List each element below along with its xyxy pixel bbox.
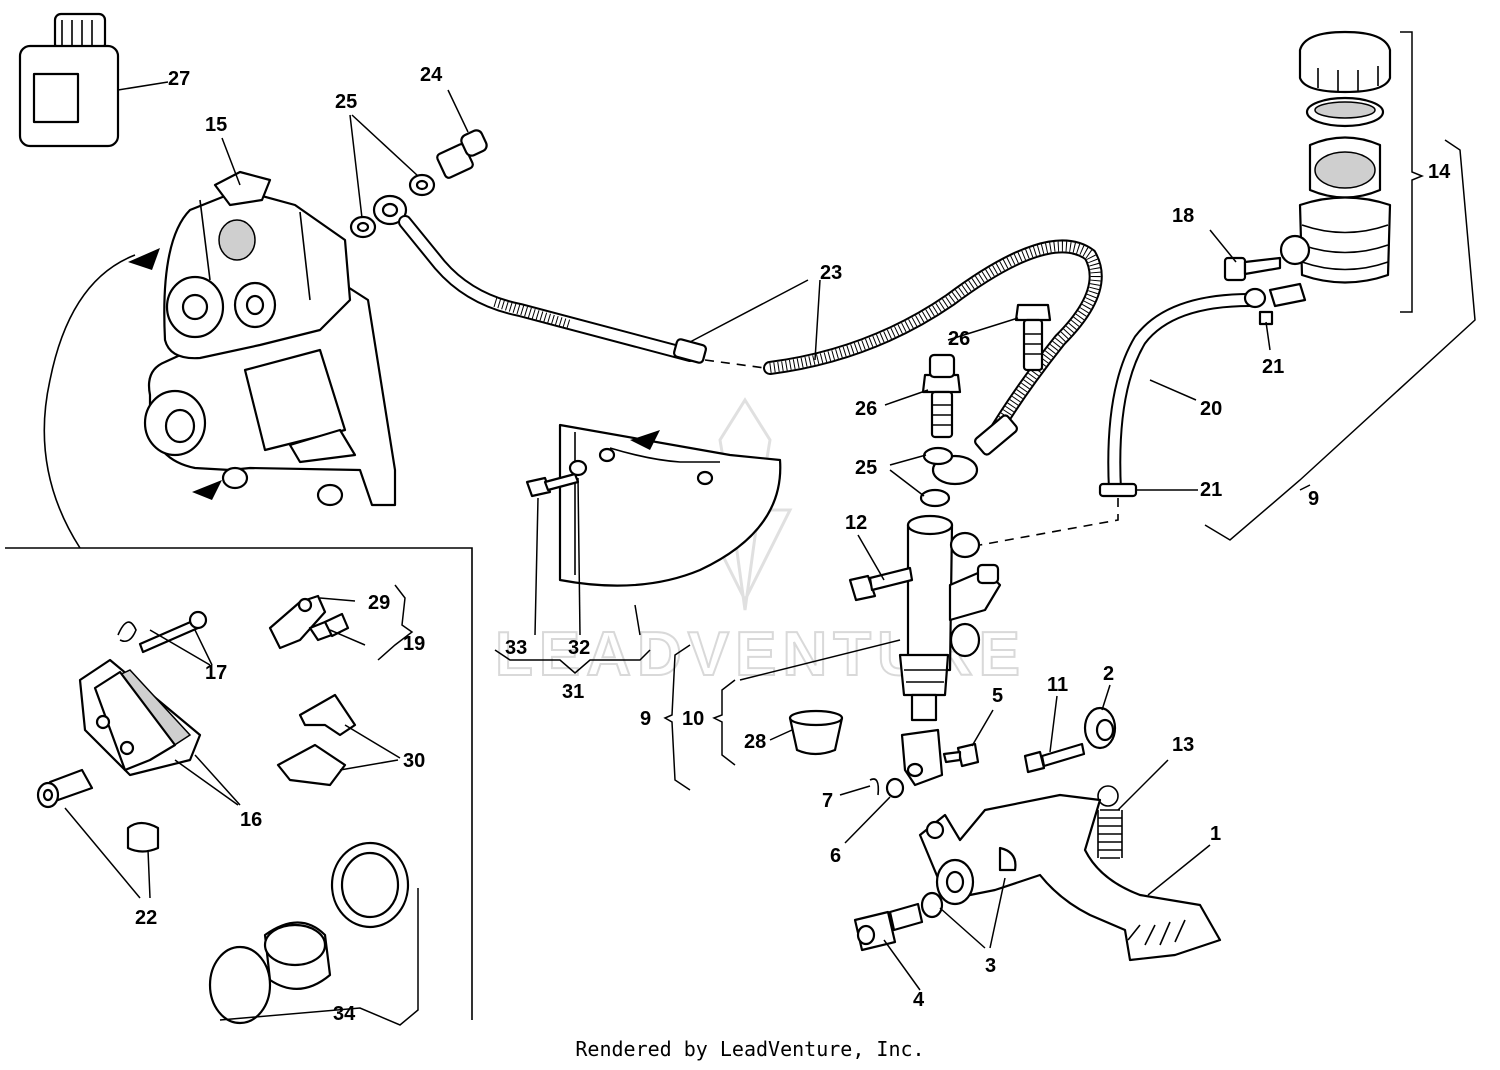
- leader-lines: [64, 81, 1271, 991]
- callout-11: 11: [1047, 674, 1068, 696]
- callout-28: 28: [744, 731, 766, 753]
- callout-32: 32: [568, 637, 590, 659]
- callout-21-upper: 21: [1262, 356, 1284, 378]
- callout-30: 30: [403, 750, 425, 772]
- callout-23: 23: [820, 262, 842, 284]
- brake-hose: [372, 194, 1103, 486]
- brake-reservoir: [1268, 30, 1392, 308]
- callout-12: 12: [845, 512, 867, 534]
- pad-springs: [276, 693, 357, 787]
- callout-5: 5: [992, 685, 1003, 707]
- piston-kit: [208, 841, 410, 1025]
- return-spring: [1097, 785, 1123, 859]
- slider-pins: [36, 768, 160, 853]
- callout-18: 18: [1172, 205, 1194, 227]
- callout-7: 7: [822, 790, 833, 812]
- callout-9-upper: 9: [1308, 488, 1319, 510]
- callout-34: 34: [333, 1003, 356, 1025]
- callout-33: 33: [505, 637, 527, 659]
- callout-15: 15: [205, 114, 227, 136]
- callout-20: 20: [1200, 398, 1222, 420]
- bleeder-screw: [436, 129, 488, 179]
- rear-brake-caliper: [143, 170, 397, 507]
- callout-labels: 1 2 3 4 5 6 7 9 9 10 11 12 13 14 15 16 1…: [135, 64, 1451, 1025]
- brake-pads: [78, 658, 202, 777]
- chain-guard: [558, 423, 782, 587]
- callout-27: 27: [168, 68, 190, 90]
- callout-26-upper: 26: [948, 328, 970, 350]
- callout-29: 29: [368, 592, 390, 614]
- callout-24: 24: [420, 64, 443, 86]
- callout-25-upper: 25: [335, 91, 357, 113]
- brake-fluid-bottle: [18, 12, 120, 148]
- footer-credit: Rendered by LeadVenture, Inc.: [575, 1037, 925, 1061]
- callout-1: 1: [1210, 823, 1221, 845]
- pad-pin: [117, 610, 208, 654]
- callout-9-lower: 9: [640, 708, 651, 730]
- callout-16: 16: [240, 809, 262, 831]
- reservoir-bolt: [1223, 256, 1282, 282]
- callout-10: 10: [682, 708, 704, 730]
- callout-19: 19: [403, 633, 425, 655]
- banjo-bolts: [921, 303, 1052, 439]
- callout-6: 6: [830, 845, 841, 867]
- brake-pedal: [918, 793, 1222, 962]
- callout-21-lower: 21: [1200, 479, 1222, 501]
- callout-13: 13: [1172, 734, 1194, 756]
- caliper-fitting: [268, 594, 350, 650]
- callout-17: 17: [205, 662, 227, 684]
- reservoir-hose: [979, 287, 1274, 546]
- callout-22: 22: [135, 907, 157, 929]
- inset-frame: [5, 547, 473, 1020]
- callout-26-lower: 26: [855, 398, 877, 420]
- callout-4: 4: [913, 989, 925, 1011]
- callout-25-lower: 25: [855, 457, 877, 479]
- callout-3: 3: [985, 955, 996, 977]
- callout-14: 14: [1428, 161, 1451, 183]
- master-cylinder: [898, 514, 1002, 787]
- callout-2: 2: [1103, 663, 1114, 685]
- callout-31: 31: [562, 681, 584, 703]
- master-bolt: [848, 566, 914, 602]
